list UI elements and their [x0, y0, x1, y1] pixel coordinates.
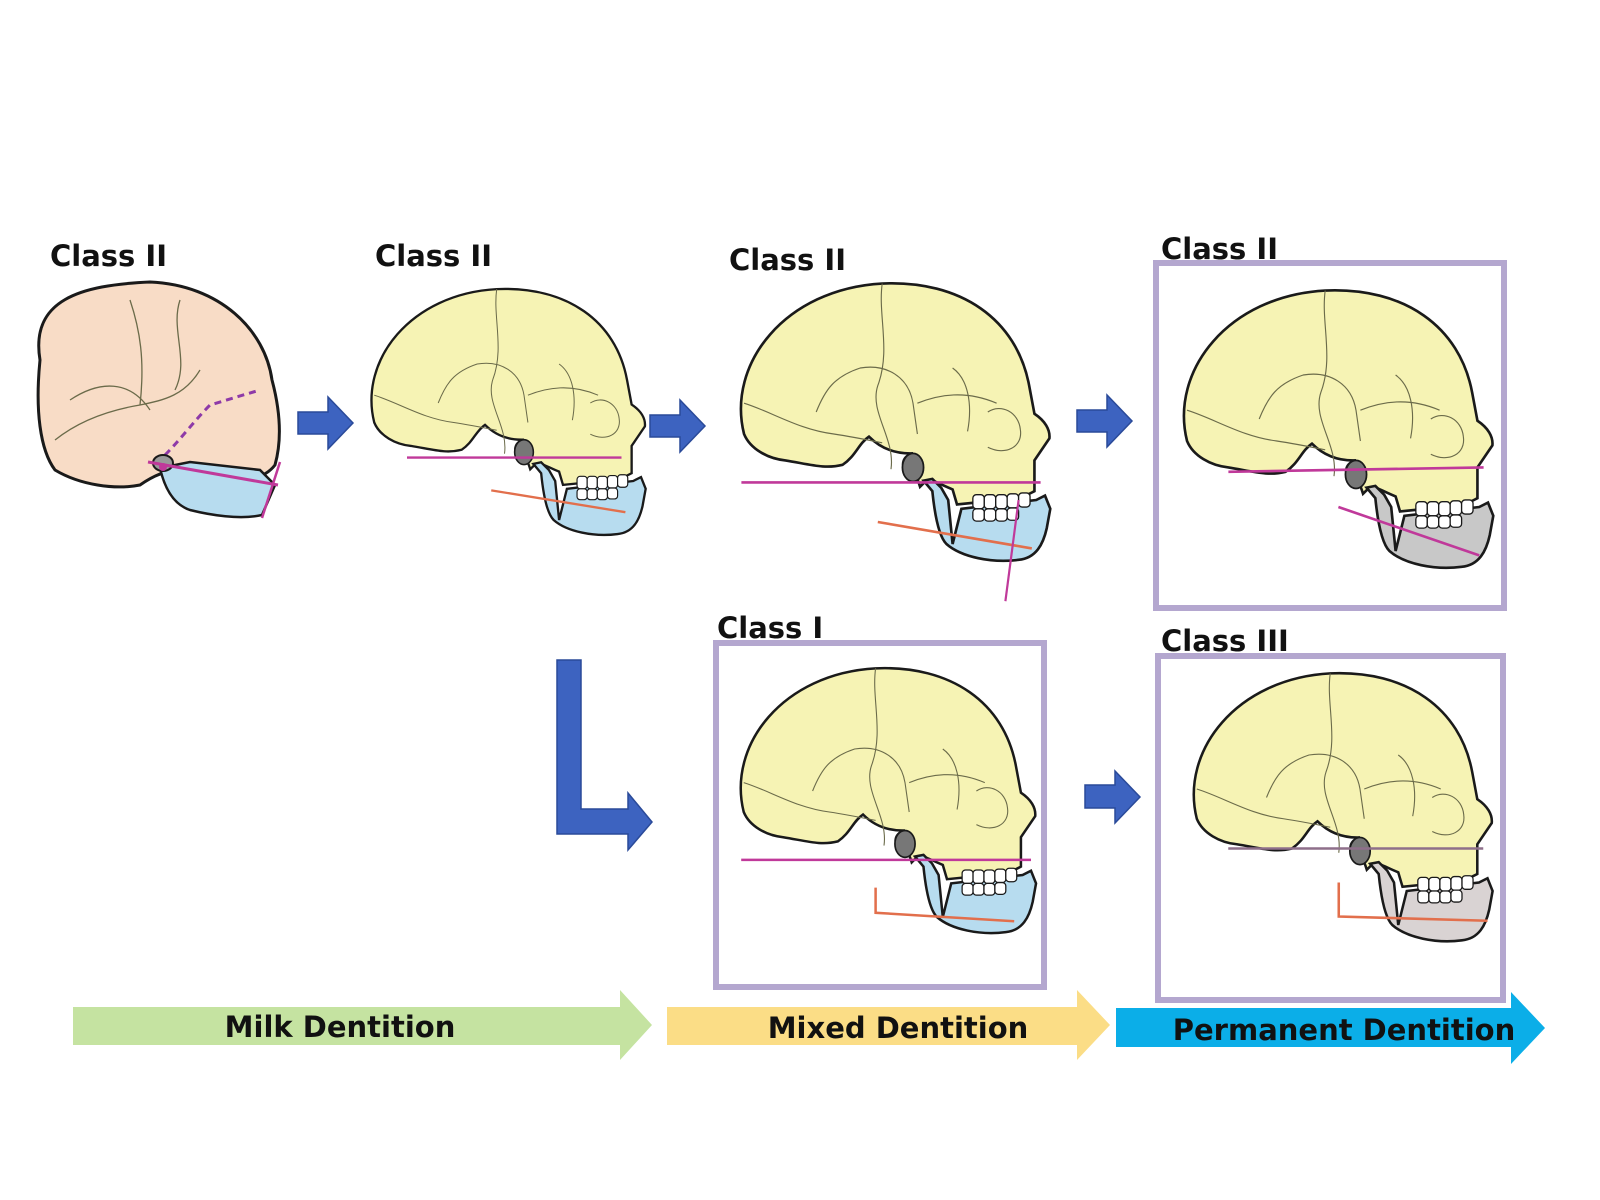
stage-label-permanent: Permanent Dentition — [1173, 1013, 1516, 1047]
skull-mixed-class1 — [739, 666, 1038, 935]
frame-permanent-class2 — [1153, 260, 1507, 611]
class-label-permanent-class2: Class II — [1161, 232, 1278, 266]
arrow-branch — [556, 659, 653, 853]
class-label-mixed-class1: Class I — [717, 611, 823, 645]
arrow-right-4 — [1084, 769, 1142, 825]
frame-permanent-class3 — [1155, 653, 1506, 1003]
stage-bar-permanent — [1116, 992, 1545, 1064]
class-label-mixed-class2: Class II — [729, 243, 846, 277]
arrow-right-2 — [649, 398, 707, 454]
skull-permanent-class3 — [1192, 671, 1494, 943]
stage-bar-mixed — [667, 990, 1110, 1060]
frame-mixed-class1 — [713, 640, 1047, 990]
skull-mixed-class2 — [739, 281, 1052, 602]
skull-permanent-class2 — [1182, 288, 1495, 570]
class-label-early-mixed: Class II — [375, 239, 492, 273]
arrow-right-1 — [297, 395, 355, 451]
stage-label-milk: Milk Dentition — [225, 1010, 456, 1044]
skull-milk — [36, 280, 282, 519]
class-label-milk: Class II — [50, 239, 167, 273]
class-label-permanent-class3: Class III — [1161, 624, 1289, 658]
stage-bar-milk — [73, 990, 652, 1060]
arrow-right-3 — [1076, 393, 1134, 449]
skull-early-mixed — [370, 287, 647, 537]
stage-label-mixed: Mixed Dentition — [768, 1011, 1029, 1045]
